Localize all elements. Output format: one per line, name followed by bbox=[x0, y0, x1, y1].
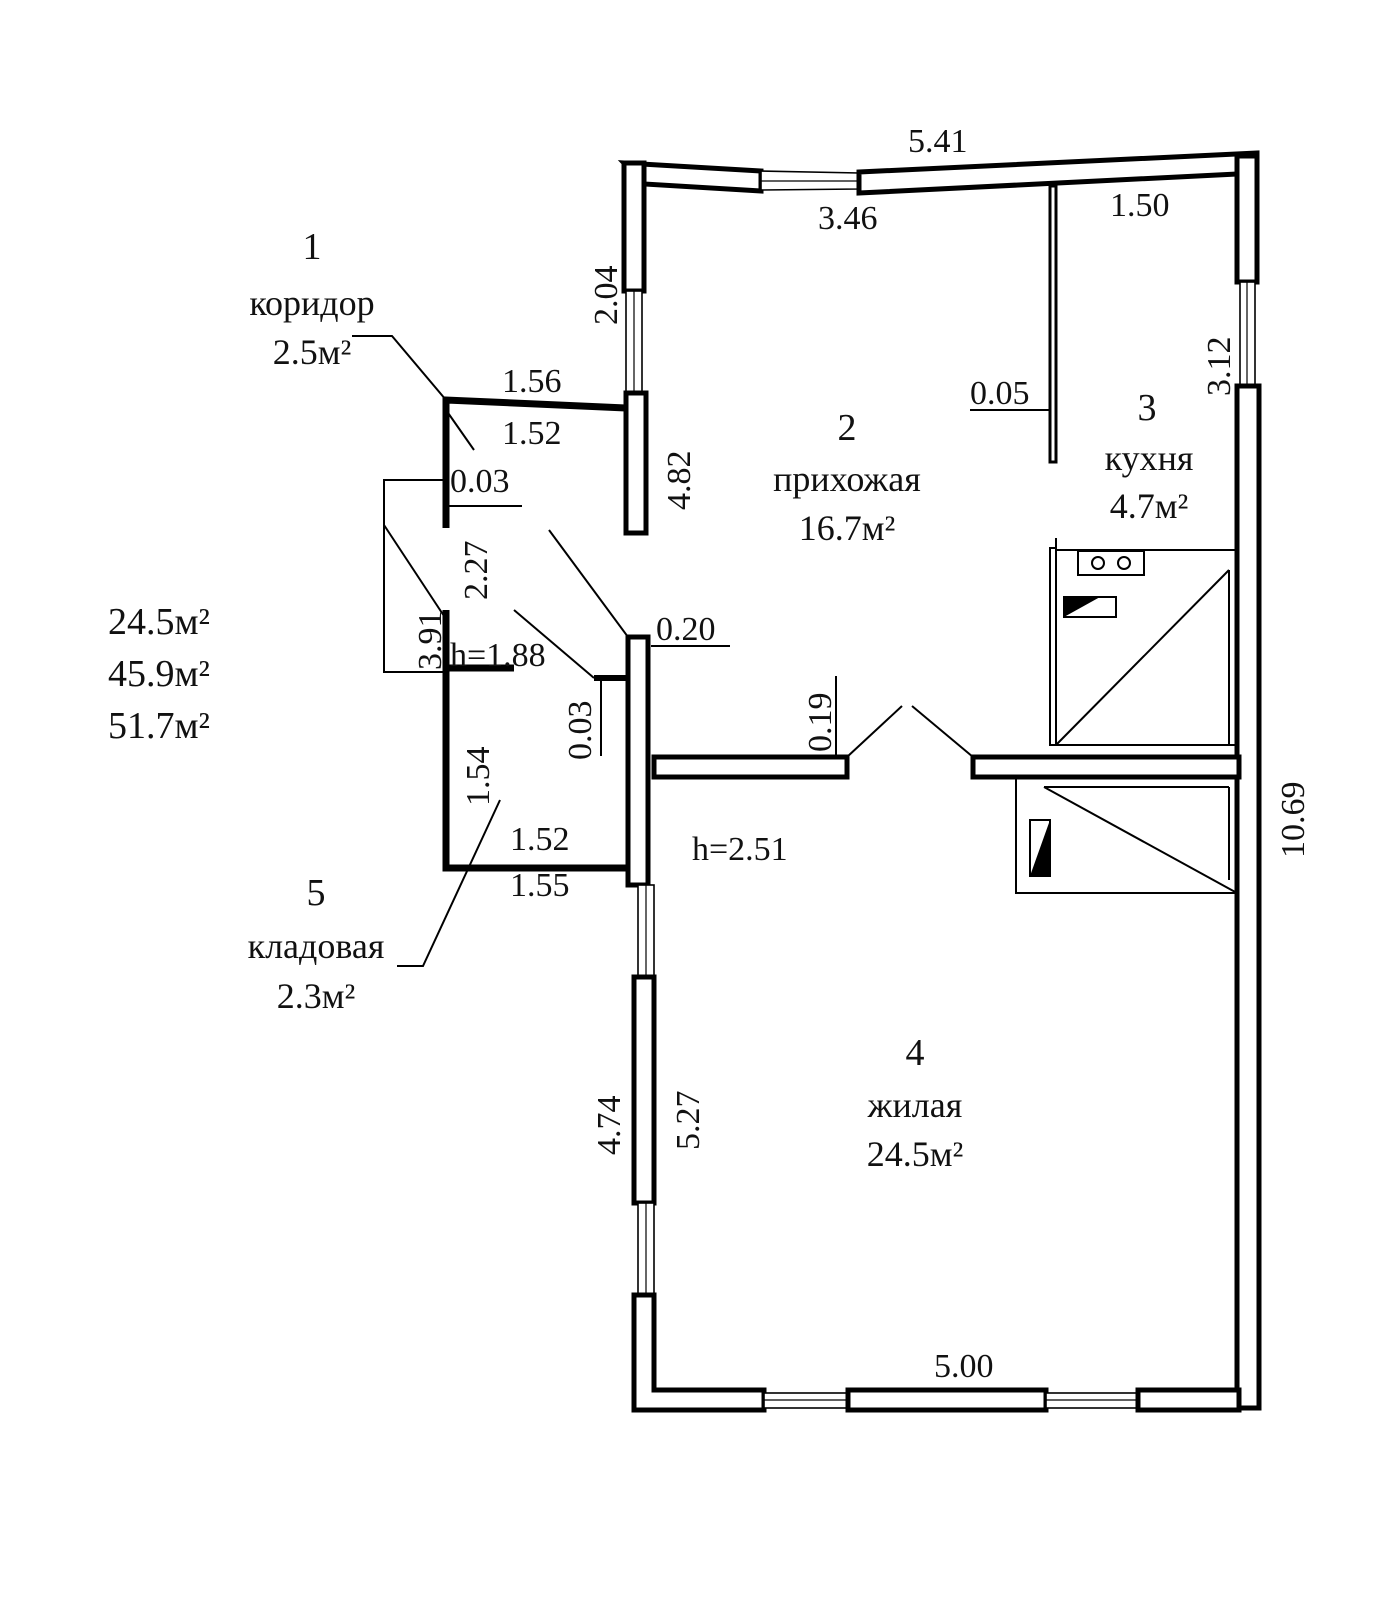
area-summary: 24.5м² 45.9м² 51.7м² bbox=[108, 601, 210, 747]
room-labels: 1 коридор 2.5м² 2 прихожая 16.7м² 3 кухн… bbox=[248, 226, 1194, 1174]
dim-partition: 0.05 bbox=[970, 375, 1030, 412]
height-main: h=2.51 bbox=[692, 831, 788, 868]
dim-corridor-outer: 1.56 bbox=[502, 363, 562, 400]
dim-corridor-len: 2.27 bbox=[458, 541, 495, 601]
wall-hall-left-upper bbox=[621, 160, 647, 294]
doors bbox=[513, 529, 974, 758]
dim-storage-len: 1.54 bbox=[460, 747, 497, 807]
dim-living-left-in: 5.27 bbox=[670, 1091, 707, 1151]
room-3-name: кухня bbox=[1105, 438, 1194, 478]
dim-wall-003b: 0.03 bbox=[562, 701, 599, 761]
wall-right bbox=[1234, 383, 1262, 1411]
summary-useful-area: 45.9м² bbox=[108, 653, 210, 695]
room-4-area: 24.5м² bbox=[867, 1134, 964, 1174]
room-5-name: кладовая bbox=[248, 926, 385, 966]
dim-top-outer: 5.41 bbox=[908, 123, 968, 160]
room-4-name: жилая bbox=[867, 1085, 963, 1125]
dim-right-upper: 3.12 bbox=[1201, 337, 1238, 397]
stove-icon bbox=[1077, 550, 1145, 576]
door-living-right bbox=[911, 705, 974, 758]
dim-hall-left: 4.82 bbox=[661, 451, 698, 511]
room-2-area: 16.7м² bbox=[799, 508, 896, 548]
stove-burner-right bbox=[1117, 556, 1131, 570]
dim-kitchen-width: 1.50 bbox=[1110, 187, 1170, 224]
door-hall-swing bbox=[548, 529, 629, 638]
heights: h=1.88 h=2.51 bbox=[450, 637, 788, 868]
dim-side-outer: 3.91 bbox=[412, 611, 449, 671]
room-1-name: коридор bbox=[249, 283, 374, 323]
dimensions: 5.41 3.46 1.50 2.04 3.12 0.05 1.56 1.52 … bbox=[412, 123, 1312, 1385]
dim-wall-019: 0.19 bbox=[802, 693, 839, 753]
dim-corridor-thk: 0.03 bbox=[450, 463, 510, 500]
door-living-left bbox=[846, 705, 903, 758]
room-2-name: прихожая bbox=[773, 459, 921, 499]
room-3-number: 3 bbox=[1138, 387, 1157, 429]
wall-living-bottom-left bbox=[631, 1292, 767, 1413]
dim-bottom: 5.00 bbox=[934, 1348, 994, 1385]
room-4-number: 4 bbox=[906, 1032, 925, 1074]
room-2-number: 2 bbox=[838, 407, 857, 449]
stove-burner-left bbox=[1091, 556, 1105, 570]
dim-wall-020: 0.20 bbox=[656, 611, 716, 648]
dim-hall-width: 3.46 bbox=[818, 200, 878, 237]
room-3-area: 4.7м² bbox=[1110, 486, 1189, 526]
summary-total-area: 51.7м² bbox=[108, 705, 210, 747]
wall-hall-left-lower bbox=[623, 390, 649, 536]
wall-hall-living-right bbox=[970, 754, 1242, 780]
wall-storage bbox=[442, 668, 628, 872]
wall-hall-living-left bbox=[651, 754, 850, 780]
wall-kitchen-partition bbox=[1048, 184, 1058, 464]
door-storage-swing bbox=[513, 609, 595, 679]
room-5-area: 2.3м² bbox=[277, 976, 356, 1016]
dim-hall-left-upper: 2.04 bbox=[588, 266, 625, 326]
living-unit bbox=[1015, 776, 1238, 894]
walls bbox=[442, 150, 1262, 1413]
dim-right-outer: 10.69 bbox=[1275, 782, 1312, 859]
room-1-number: 1 bbox=[303, 226, 322, 268]
dim-storage-out: 1.55 bbox=[510, 867, 570, 904]
wall-central bbox=[625, 634, 651, 888]
wall-living-left bbox=[631, 974, 657, 1206]
summary-living-area: 24.5м² bbox=[108, 601, 210, 643]
kitchen-unit bbox=[1049, 538, 1238, 746]
wall-bottom-middle bbox=[845, 1387, 1049, 1413]
wall-bottom-right bbox=[1135, 1387, 1242, 1413]
room-5-number: 5 bbox=[307, 872, 326, 914]
dim-storage-in: 1.52 bbox=[510, 821, 570, 858]
room-1-area: 2.5м² bbox=[273, 332, 352, 372]
dim-corridor-inner: 1.52 bbox=[502, 415, 562, 452]
corridor-outline bbox=[383, 479, 446, 673]
leaders bbox=[352, 335, 1050, 967]
height-corridor: h=1.88 bbox=[450, 637, 546, 674]
wall-right-upper bbox=[1234, 153, 1260, 285]
dim-living-left-out: 4.74 bbox=[591, 1096, 628, 1156]
